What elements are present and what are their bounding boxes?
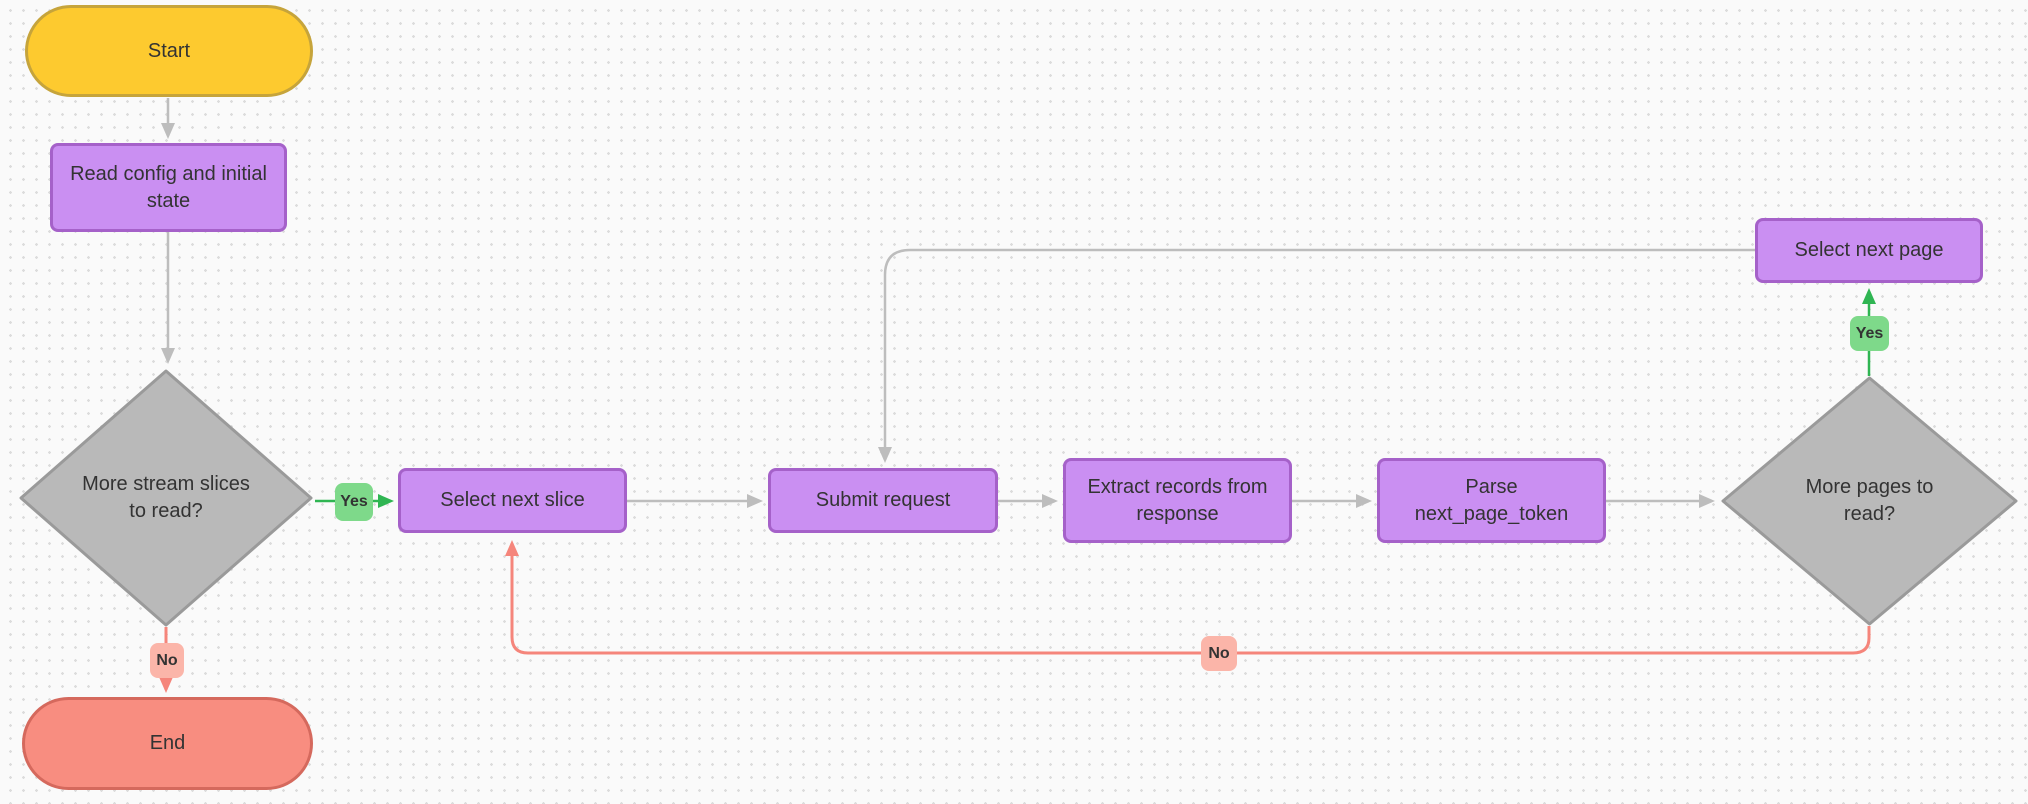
node-parse-token: Parse next_page_token bbox=[1377, 458, 1606, 543]
edge-label-more-slices-yes: Yes bbox=[335, 483, 373, 521]
edge-select-page-to-submit-request bbox=[878, 248, 1755, 463]
edge-more-pages-no-to-select-slice bbox=[505, 540, 1871, 655]
node-start-label: Start bbox=[147, 39, 191, 62]
node-parse-token-label: Parse next_page_token bbox=[1414, 475, 1569, 525]
node-end: End bbox=[22, 697, 313, 790]
node-start: Start bbox=[25, 5, 313, 97]
node-extract-records: Extract records from response bbox=[1063, 458, 1292, 543]
edge-label-more-pages-yes: Yes bbox=[1850, 316, 1889, 351]
node-select-slice-label: Select next slice bbox=[440, 489, 585, 511]
node-select-page: Select next page bbox=[1755, 218, 1983, 283]
edge-label-text: No bbox=[1208, 644, 1230, 662]
decision-more-pages-shape bbox=[1721, 376, 2018, 626]
node-end-label: End bbox=[149, 732, 186, 754]
edge-label-more-slices-no: No bbox=[150, 643, 184, 678]
node-select-page-label: Select next page bbox=[1794, 239, 1944, 261]
node-read-config: Read config and initial state bbox=[50, 143, 287, 232]
edge-label-text: No bbox=[156, 651, 178, 669]
node-select-slice: Select next slice bbox=[398, 468, 627, 533]
edge-label-more-pages-no: No bbox=[1201, 636, 1237, 671]
node-read-config-label: Read config and initial state bbox=[70, 162, 267, 212]
decision-more-slices-shape bbox=[19, 369, 313, 627]
edge-label-text: Yes bbox=[340, 493, 368, 510]
node-submit-request-label: Submit request bbox=[815, 489, 951, 511]
edge-label-text: Yes bbox=[1855, 324, 1884, 342]
node-submit-request: Submit request bbox=[768, 468, 998, 533]
node-extract-records-label: Extract records from response bbox=[1087, 475, 1268, 525]
